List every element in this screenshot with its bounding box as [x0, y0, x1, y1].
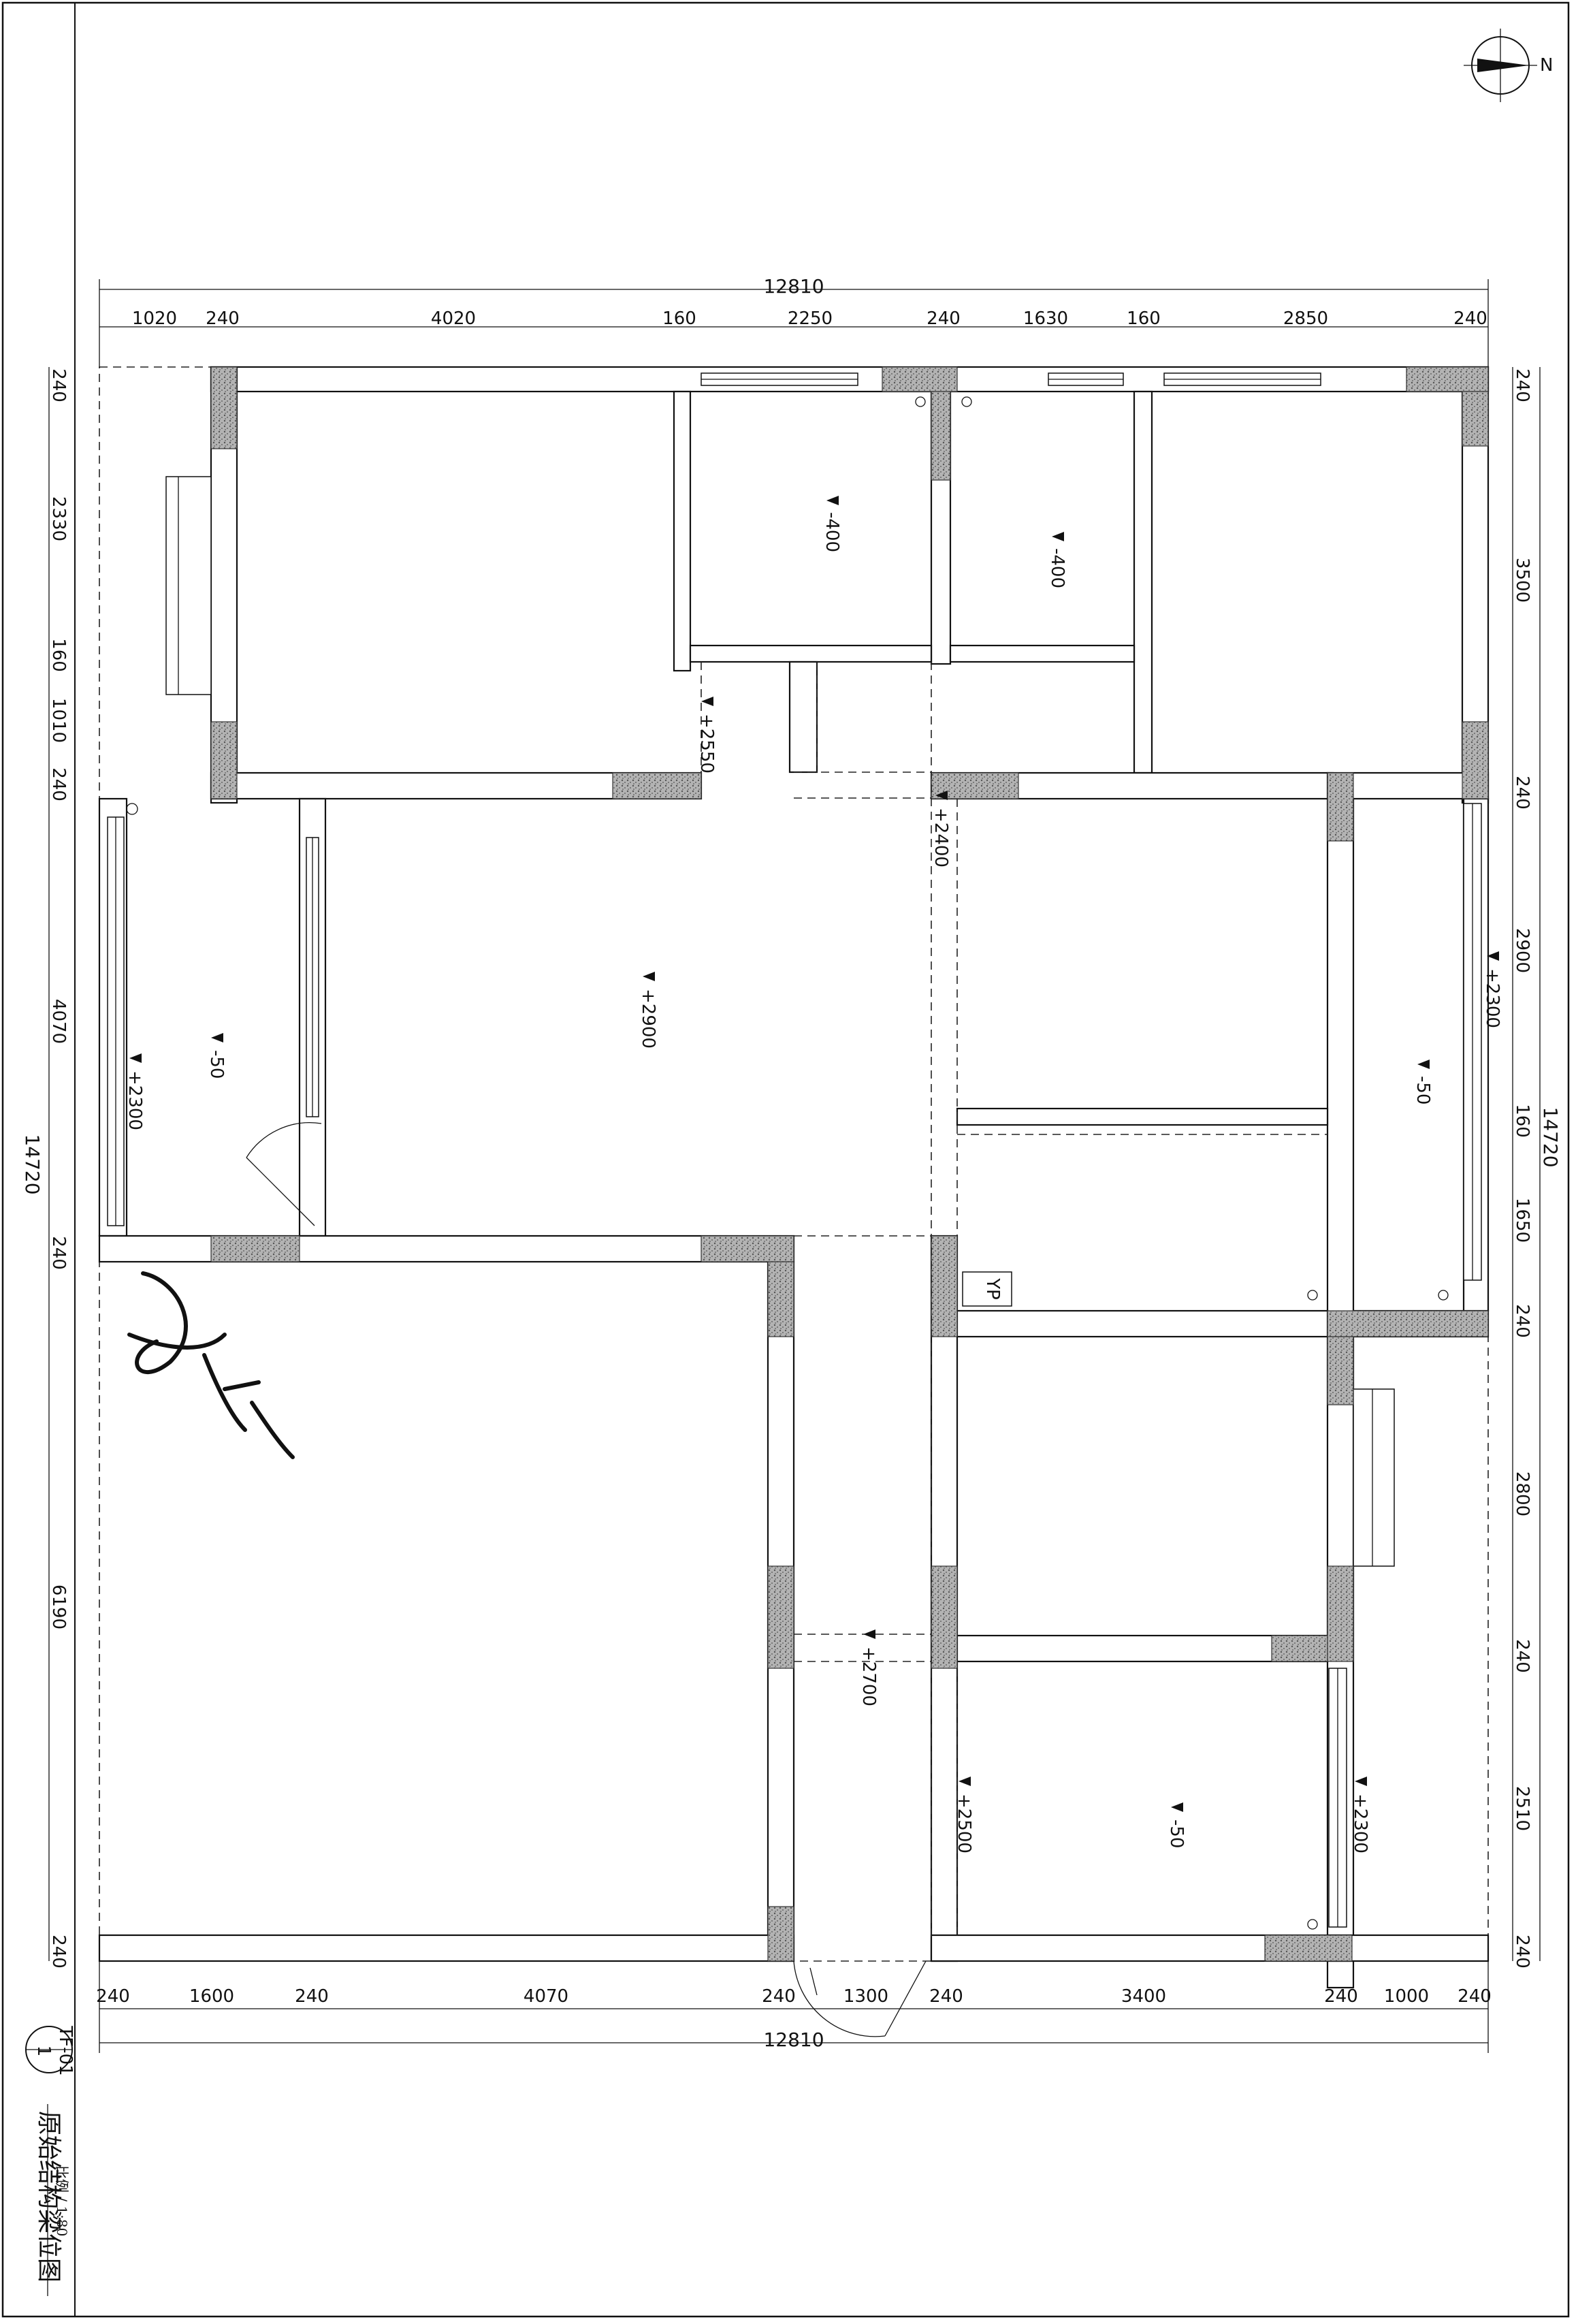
left-dim-7: 240 — [48, 1236, 69, 1270]
north-label: N — [1540, 55, 1553, 76]
right-dim-3: 240 — [1512, 776, 1532, 810]
bottom-dim-9: 240 — [1324, 1986, 1358, 2007]
level-5: +2900 — [638, 989, 658, 1049]
beam-lines — [701, 662, 1328, 1941]
right-dim-2: 3500 — [1512, 558, 1532, 603]
bottom-dim-1: 240 — [96, 1986, 130, 2007]
yp-label: YP — [982, 1277, 1003, 1300]
bottom-dim-7: 240 — [929, 1986, 963, 2007]
left-dim-5: 240 — [48, 767, 69, 801]
right-dim-9: 240 — [1512, 1639, 1532, 1673]
level-2: -400 — [1047, 548, 1067, 588]
walls — [98, 366, 1490, 1989]
level-markers: -400 -400 +2550 +2400 +2900 -50 +2300 +2… — [125, 496, 1502, 1853]
top-dim-5: 2250 — [788, 308, 833, 329]
top-dim-8: 160 — [1127, 308, 1161, 329]
level-1: -400 — [822, 512, 842, 552]
level-3: +2550 — [696, 714, 717, 774]
left-dim-9: 240 — [48, 1935, 69, 1969]
left-total-dim: 14720 — [21, 1134, 44, 1194]
left-dim-4: 1010 — [48, 698, 69, 743]
windows — [107, 372, 1482, 1928]
right-total-dim: 14720 — [1539, 1107, 1562, 1167]
title-block: 1 TF-01 原始结构梁位图 比例 / 1:80 — [25, 2025, 76, 2296]
level-triangle — [863, 1629, 875, 1639]
right-dim-7: 240 — [1512, 1304, 1532, 1338]
right-dim-8: 2800 — [1512, 1471, 1532, 1516]
top-dim-6: 240 — [927, 308, 961, 329]
view-number: 1 — [33, 2046, 54, 2057]
level-12: -50 — [1166, 1819, 1187, 1848]
yp-shaft — [962, 1271, 1012, 1307]
level-triangle — [935, 791, 948, 800]
level-triangle — [1052, 532, 1064, 541]
bottom-dim-4: 4070 — [524, 1986, 568, 2007]
bottom-dim-11: 240 — [1458, 1986, 1492, 2007]
top-dimension-chain — [99, 279, 1489, 368]
bottom-dim-2: 1600 — [189, 1986, 234, 2007]
level-10: +2700 — [858, 1646, 879, 1706]
level-triangle — [826, 496, 839, 505]
top-dim-10: 240 — [1453, 308, 1487, 329]
top-dim-2: 240 — [206, 308, 240, 329]
structural-columns — [210, 366, 1489, 1962]
bottom-total-dim: 12810 — [763, 2028, 824, 2051]
bottom-dim-6: 1300 — [843, 1986, 888, 2007]
left-dim-1: 240 — [48, 368, 69, 402]
left-dim-3: 160 — [48, 638, 69, 672]
bottom-dim-3: 240 — [295, 1986, 329, 2007]
right-dimension-chain — [1512, 367, 1541, 1961]
top-dim-9: 2850 — [1283, 308, 1328, 329]
bottom-dim-5: 240 — [762, 1986, 796, 2007]
left-dim-8: 6190 — [48, 1585, 69, 1629]
level-triangle — [211, 1033, 223, 1042]
level-triangle — [701, 697, 713, 706]
left-dimension-chain — [48, 367, 76, 1961]
door-swings — [246, 1122, 927, 2037]
top-dim-3: 4020 — [431, 308, 476, 329]
right-dim-11: 240 — [1512, 1935, 1532, 1969]
top-dim-4: 160 — [662, 308, 696, 329]
level-triangle — [959, 1777, 971, 1786]
left-dim-2: 2330 — [48, 496, 69, 541]
north-arrow-icon: N — [1464, 29, 1553, 102]
right-dim-6: 1650 — [1512, 1198, 1532, 1243]
level-triangle — [1171, 1802, 1183, 1812]
right-dim-1: 240 — [1512, 368, 1532, 402]
drain-icons — [126, 396, 1449, 1930]
top-dim-7: 1630 — [1023, 308, 1068, 329]
level-4: +2400 — [931, 808, 951, 867]
bottom-dim-8: 3400 — [1121, 1986, 1166, 2007]
left-dim-6: 4070 — [48, 999, 69, 1044]
level-triangle — [1355, 1777, 1367, 1786]
signature-mark — [127, 1271, 295, 1459]
sheet-number: TF-01 — [55, 2025, 76, 2075]
top-dim-1: 1020 — [132, 308, 177, 329]
right-dim-4: 2900 — [1512, 928, 1532, 973]
top-total-dim: 12810 — [763, 275, 824, 298]
level-triangle — [1417, 1060, 1430, 1069]
level-triangle — [129, 1053, 142, 1063]
level-11: +2500 — [954, 1794, 974, 1853]
level-7: +2300 — [125, 1070, 145, 1130]
bottom-dimension-chain — [99, 1961, 1489, 2053]
drawing-title: 原始结构梁位图 — [35, 2111, 63, 2282]
level-8: +2300 — [1482, 968, 1502, 1028]
bottom-dim-10: 1000 — [1384, 1986, 1429, 2007]
right-dim-5: 160 — [1512, 1104, 1532, 1138]
right-dim-10: 2510 — [1512, 1786, 1532, 1831]
level-triangle — [1487, 951, 1499, 961]
drawing-scale: 比例 / 1:80 — [54, 2165, 70, 2236]
level-triangle — [643, 972, 655, 981]
level-13: +2300 — [1350, 1794, 1370, 1853]
level-6: -50 — [206, 1050, 227, 1079]
level-9: -50 — [1413, 1076, 1433, 1104]
